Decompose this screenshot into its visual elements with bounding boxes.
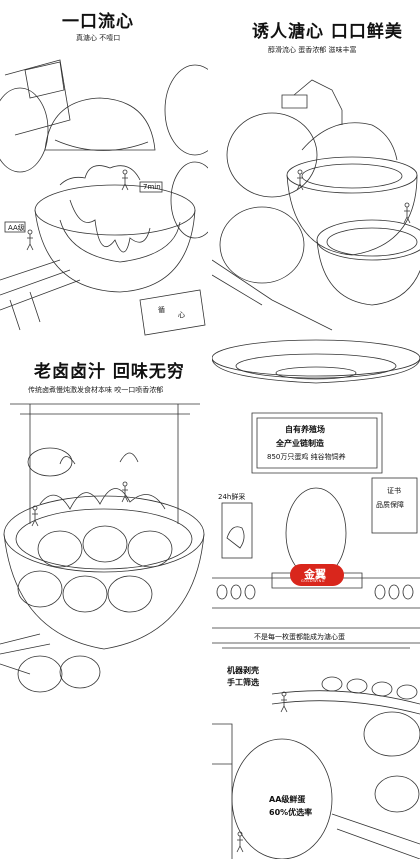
fresh-24h-tag: 24h鲜采 (218, 493, 246, 501)
panel-subtitle: 真溏心 不噎口 (76, 34, 121, 42)
aa-grade-tag: AA级 (8, 224, 25, 232)
machine-peel-line-2: 手工筛选 (227, 678, 259, 687)
panel-subtitle: 传统卤煮慢炖激发食材本味 咬一口喷香浓郁 (28, 386, 164, 394)
sign-line-1: 自有养殖场 (285, 425, 325, 434)
panel-title: 一口流心 (62, 12, 134, 32)
sign-line-2: 全产业链制造 (276, 439, 324, 448)
time-tag: 7min (143, 183, 161, 191)
sketch-egg-cracked-bowl (0, 59, 208, 336)
machine-peel-line-1: 机器剥壳 (227, 666, 259, 675)
panel-one-bite-runny: 一口流心 真溏心 不噎口 AA级 7min 循 心 (0, 0, 208, 340)
sign-line-3: 850万只蛋鸡 纯谷物饲养 (267, 453, 346, 461)
sketch-eggs-conveyor (212, 676, 420, 859)
brand-logo: 金翼 GOLDWING (290, 564, 344, 586)
cert-line-2: 品质保障 (376, 501, 404, 509)
brand-name-en: GOLDWING (301, 579, 325, 583)
card-char-1: 循 (158, 306, 165, 314)
sketch-braise-pot (0, 403, 205, 693)
aa-fresh-line-2: 60%优选率 (269, 808, 313, 817)
panel-title: 诱人溏心 口口鲜美 (252, 22, 403, 42)
aa-fresh-line-1: AA级鲜蛋 (269, 795, 306, 804)
panel-own-farm: 自有养殖场 全产业链制造 850万只蛋鸡 纯谷物饲养 24h鲜采 证书 品质保障… (212, 338, 420, 660)
bottom-note: 不是每一枚蛋都能成为溏心蛋 (254, 633, 345, 641)
sketch-factory-egg-display (212, 339, 420, 649)
brand-name: 金翼 (304, 568, 326, 581)
panel-tempting-yolk: 诱人溏心 口口鲜美 醇滑流心 蛋香浓郁 滋味丰富 (212, 0, 420, 340)
card-char-2: 心 (178, 311, 185, 319)
cert-line-1: 证书 (387, 487, 401, 495)
panel-subtitle: 醇滑流心 蛋香浓郁 滋味丰富 (268, 46, 357, 54)
panel-machine-peel: 机器剥壳 手工筛选 AA级鲜蛋 60%优选率 (212, 664, 420, 859)
panel-braise-sauce: 老卤卤汁 回味无穷 传统卤煮慢炖激发食材本味 咬一口喷香浓郁 (0, 344, 208, 859)
panel-title: 老卤卤汁 回味无穷 (34, 362, 185, 382)
